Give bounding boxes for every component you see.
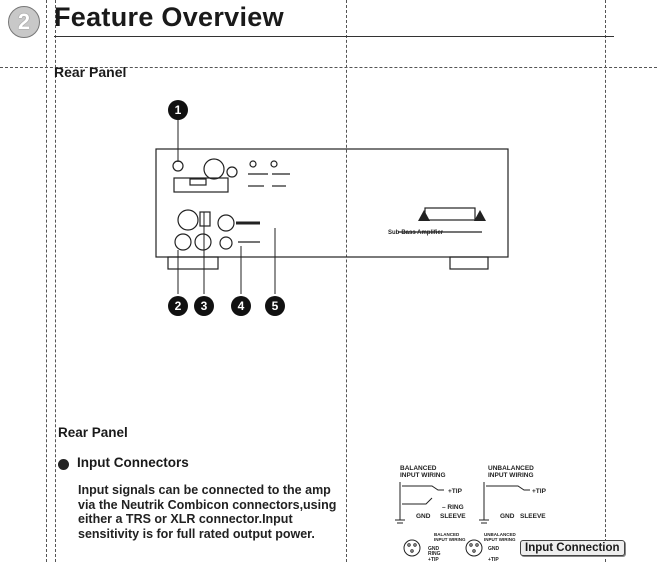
tip-label-2: +TIP (532, 488, 547, 495)
svg-text:2: 2 (175, 299, 182, 313)
svg-text:1: 1 (175, 103, 182, 117)
callout-2 (168, 296, 188, 316)
svg-text:RING: RING (428, 551, 441, 557)
description-heading: Rear Panel (58, 425, 128, 440)
fuse-holder (226, 166, 238, 178)
rear-panel-diagram: Sub-Bass Amplifier 1 2 3 4 5 (155, 100, 509, 316)
warning-triangle-icon-2 (474, 210, 486, 221)
xlr-input (177, 209, 199, 231)
title-rule (54, 36, 614, 37)
callout-3 (194, 296, 214, 316)
combo-input-b (194, 233, 212, 251)
input-wiring-diagram: BALANCED INPUT WIRING UNBALANCED INPUT W… (395, 465, 547, 562)
sleeve-label-2: SLEEVE (520, 513, 546, 520)
sleeve-label: SLEEVE (440, 513, 466, 520)
level-knob (219, 236, 233, 250)
page-title: Feature Overview (54, 2, 284, 32)
amplifier-label: Sub-Bass Amplifier (388, 230, 444, 236)
guide-line-right (605, 0, 606, 562)
amplifier-chassis (155, 148, 509, 258)
input-connectors-text: Input signals can be connected to the am… (78, 483, 337, 541)
balanced-label-2: INPUT WIRING (400, 472, 446, 479)
switch (189, 178, 207, 186)
output-connector (217, 214, 235, 232)
foot-left (167, 256, 219, 270)
terminal-block (173, 177, 229, 193)
svg-text:4: 4 (238, 299, 245, 313)
svg-text:INPUT WIRING: INPUT WIRING (434, 537, 466, 542)
ring-label: – RING (442, 504, 464, 511)
callout-1 (168, 100, 188, 120)
input-connection-button[interactable]: Input Connection (520, 540, 625, 556)
unbalanced-label-2: INPUT WIRING (488, 472, 534, 479)
foot-right (449, 256, 489, 270)
svg-text:+TIP: +TIP (488, 557, 499, 562)
power-connector (203, 158, 225, 180)
svg-text:+TIP: +TIP (428, 557, 439, 562)
section-number-badge: 2 (8, 6, 40, 38)
callout-4 (231, 296, 251, 316)
unbalanced-label-1: UNBALANCED (488, 465, 534, 472)
svg-text:3: 3 (201, 299, 208, 313)
warning-triangle-icon (418, 210, 430, 221)
screw-terminal (172, 160, 184, 172)
combo-input-a (174, 233, 192, 251)
guide-line-left (46, 0, 47, 562)
svg-text:UNBALANCED: UNBALANCED (484, 532, 516, 537)
input-switch (199, 211, 211, 227)
input-connectors-title: Input Connectors (77, 455, 189, 470)
svg-text:GND: GND (428, 546, 440, 552)
svg-text:GND: GND (488, 546, 500, 552)
gnd-label-2: GND (500, 513, 515, 520)
bullet-icon (58, 459, 69, 470)
tip-label: +TIP (448, 488, 463, 495)
svg-text:BALANCED: BALANCED (434, 532, 460, 537)
rear-panel-heading: Rear Panel (54, 64, 127, 80)
gnd-label: GND (416, 513, 431, 520)
balanced-label-1: BALANCED (400, 465, 437, 472)
svg-text:INPUT WIRING: INPUT WIRING (484, 537, 516, 542)
callout-5 (265, 296, 285, 316)
svg-text:5: 5 (272, 299, 279, 313)
guide-line-center (346, 0, 347, 562)
guide-line-top (0, 67, 657, 68)
guide-line-left-2 (55, 0, 56, 562)
